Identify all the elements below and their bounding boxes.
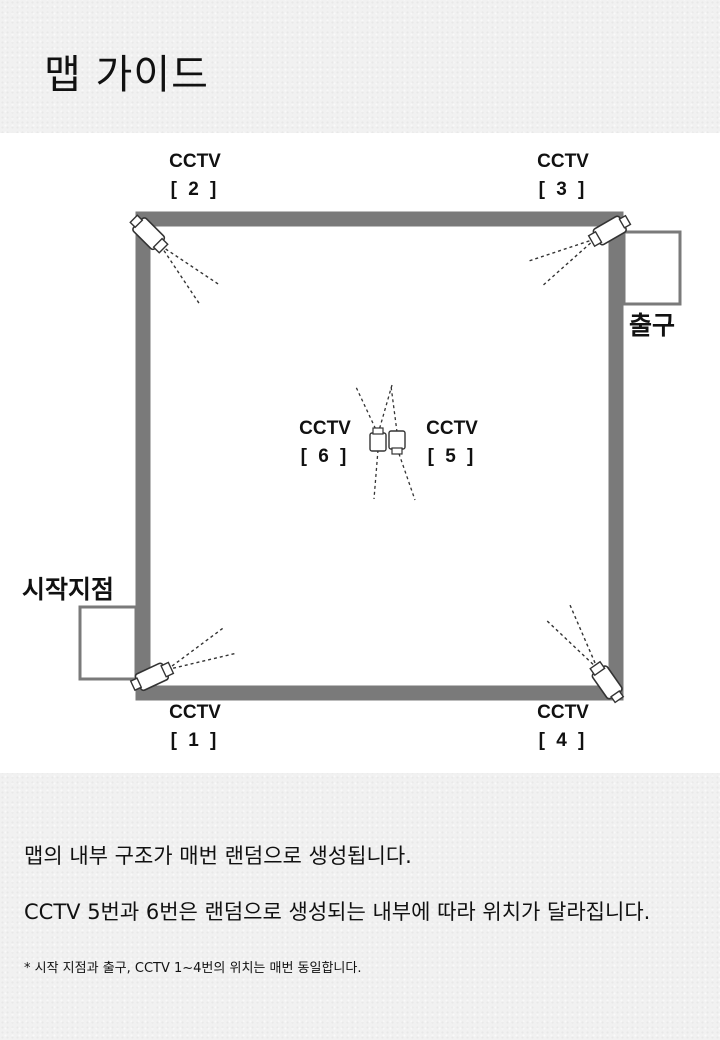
cctv-label-4-number: [ 4 ] <box>538 730 588 751</box>
cctv-label-6-number: [ 6 ] <box>300 446 350 467</box>
page-title: 맵 가이드 <box>44 52 209 98</box>
cctv-camera-5 <box>388 385 416 501</box>
cctv-label-2-name: CCTV <box>169 151 221 172</box>
cctv-label-4: CCTV [ 4 ] <box>503 699 623 755</box>
cctv-label-2: CCTV [ 2 ] <box>135 148 255 204</box>
cctv-label-1-number: [ 1 ] <box>170 730 220 751</box>
cctv-label-4-name: CCTV <box>537 702 589 723</box>
note-line-1: 맵의 내부 구조가 매번 랜덤으로 생성됩니다. <box>24 844 412 868</box>
exit-box <box>622 230 682 306</box>
cctv-camera-2 <box>129 214 221 306</box>
cctv-label-3-number: [ 3 ] <box>538 179 588 200</box>
note-line-2: CCTV 5번과 6번은 랜덤으로 생성되는 내부에 따라 위치가 달라집니다. <box>24 900 651 924</box>
cctv-label-1-name: CCTV <box>169 702 221 723</box>
map-wall <box>135 211 624 701</box>
cctv-camera-1 <box>129 627 235 692</box>
cctv-label-6: CCTV [ 6 ] <box>265 415 385 471</box>
cctv-label-1: CCTV [ 1 ] <box>135 699 255 755</box>
exit-label: 출구 <box>629 311 676 340</box>
footnote: * 시작 지점과 출구, CCTV 1~4번의 위치는 매번 동일합니다. <box>24 961 362 976</box>
cctv-label-3: CCTV [ 3 ] <box>503 148 623 204</box>
cctv-label-6-name: CCTV <box>299 418 351 439</box>
cctv-camera-4 <box>546 604 625 704</box>
cctv-camera-3 <box>528 214 632 286</box>
cctv-label-5-number: [ 5 ] <box>427 446 477 467</box>
start-point-label: 시작지점 <box>22 575 115 604</box>
start-box <box>78 605 138 681</box>
cctv-camera-6 <box>355 384 393 500</box>
cctv-label-2-number: [ 2 ] <box>170 179 220 200</box>
cctv-label-5: CCTV [ 5 ] <box>392 415 512 471</box>
cctv-label-3-name: CCTV <box>537 151 589 172</box>
cctv-label-5-name: CCTV <box>426 418 478 439</box>
